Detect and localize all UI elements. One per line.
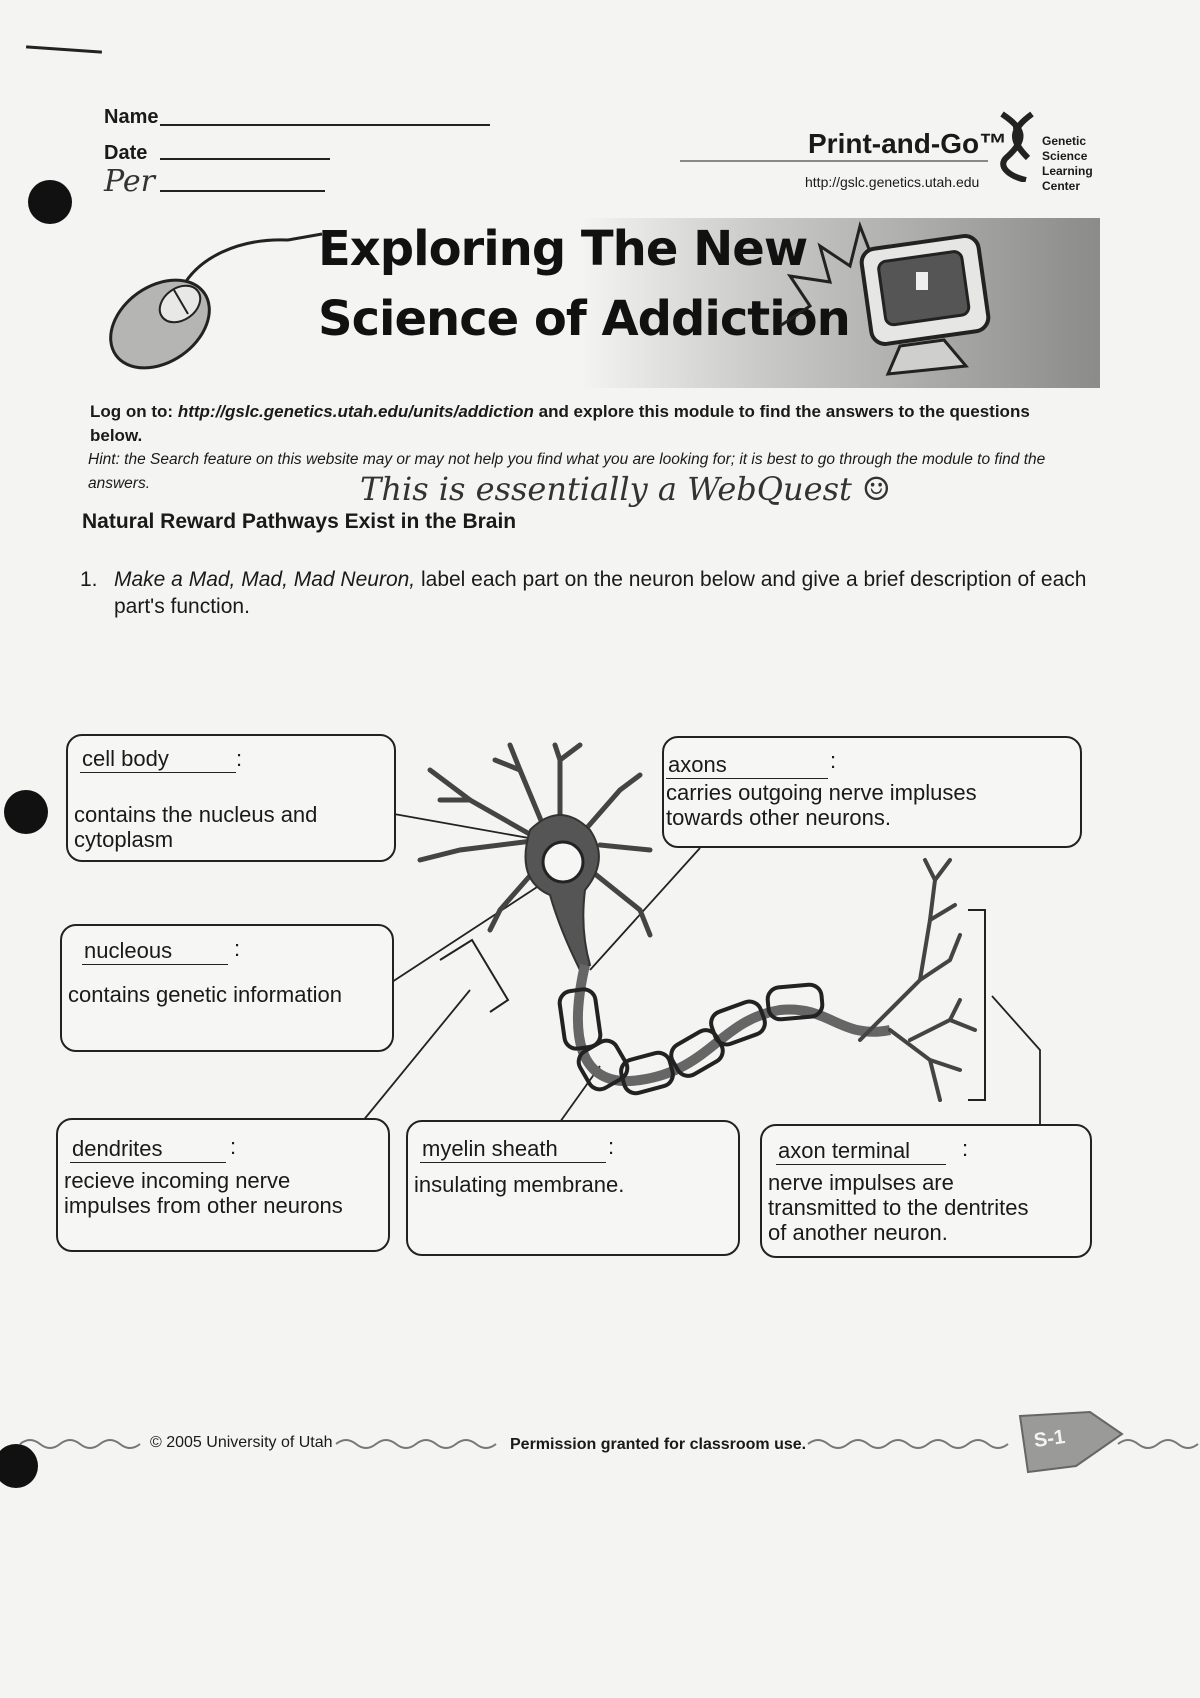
- module-link[interactable]: http://gslc.genetics.utah.edu/units/addi…: [178, 402, 534, 421]
- axon-terminal-description: nerve impulses are transmitted to the de…: [768, 1170, 1028, 1245]
- name-field[interactable]: [160, 104, 490, 126]
- handwritten-note: This is essentially a WebQuest ☺: [360, 470, 891, 508]
- nucleous-box[interactable]: nucleous : contains genetic information: [60, 924, 394, 1052]
- connector-lines: [362, 814, 1040, 1128]
- label-colon: :: [608, 1134, 614, 1160]
- myelin-sheath-box[interactable]: myelin sheath : insulating membrane.: [406, 1120, 740, 1256]
- label-colon: :: [234, 936, 240, 962]
- brand-rule: [680, 160, 988, 162]
- myelin-sheath-description: insulating membrane.: [414, 1172, 624, 1197]
- date-field[interactable]: [160, 140, 330, 160]
- dendrites-label: dendrites: [70, 1136, 226, 1163]
- hole-punch: [28, 180, 72, 224]
- axon-terminal-branches: [860, 860, 975, 1100]
- page-number: S-1: [1033, 1426, 1067, 1453]
- dna-logo-icon: [996, 110, 1040, 182]
- cell-body-shape: [526, 815, 599, 970]
- dendrites-description: recieve incoming nerve impulses from oth…: [64, 1168, 343, 1218]
- axons-box[interactable]: axons : carries outgoing nerve impluses …: [662, 736, 1082, 848]
- org-name: Genetic Science Learning Center: [1042, 134, 1093, 194]
- period-field[interactable]: [160, 172, 325, 192]
- computer-mouse-icon: [108, 228, 328, 378]
- myelin-sheath-label: myelin sheath: [420, 1136, 606, 1163]
- label-colon: :: [230, 1134, 236, 1160]
- cell-body-bracket: [440, 940, 508, 1012]
- name-label: Name: [104, 106, 158, 129]
- period-label: Per: [104, 164, 155, 199]
- brand-title: Print-and-Go™: [808, 128, 1007, 160]
- label-colon: :: [236, 746, 242, 772]
- axon-terminal-label: axon terminal: [776, 1138, 946, 1165]
- logon-instructions: Log on to: http://gslc.genetics.utah.edu…: [90, 400, 1080, 448]
- permission-notice: Permission granted for classroom use.: [510, 1436, 806, 1454]
- axons-description: carries outgoing nerve impluses towards …: [666, 780, 977, 830]
- section-heading: Natural Reward Pathways Exist in the Bra…: [82, 510, 516, 534]
- brand-url: http://gslc.genetics.utah.edu: [805, 174, 979, 190]
- nucleus-shape: [543, 842, 583, 882]
- page-number-badge: [1016, 1408, 1126, 1478]
- nucleous-label: nucleous: [82, 938, 228, 965]
- axon-terminal-bracket: [968, 910, 985, 1100]
- copyright: © 2005 University of Utah: [150, 1434, 333, 1452]
- question-1: 1.Make a Mad, Mad, Mad Neuron, label eac…: [80, 566, 1124, 620]
- cell-body-label: cell body: [80, 746, 236, 773]
- cell-body-description: contains the nucleus and cytoplasm: [74, 802, 317, 852]
- axon-terminal-box[interactable]: axon terminal : nerve impulses are trans…: [760, 1124, 1092, 1258]
- axons-label: axons: [666, 752, 828, 779]
- label-colon: :: [962, 1136, 968, 1162]
- dendrites-box[interactable]: dendrites : recieve incoming nerve impul…: [56, 1118, 390, 1252]
- label-colon: :: [830, 748, 836, 774]
- cell-body-box[interactable]: cell body : contains the nucleus and cyt…: [66, 734, 396, 862]
- monitor-icon: [770, 206, 1030, 386]
- nucleous-description: contains genetic information: [68, 982, 342, 1007]
- date-label: Date: [104, 142, 147, 165]
- pen-mark: [26, 45, 102, 53]
